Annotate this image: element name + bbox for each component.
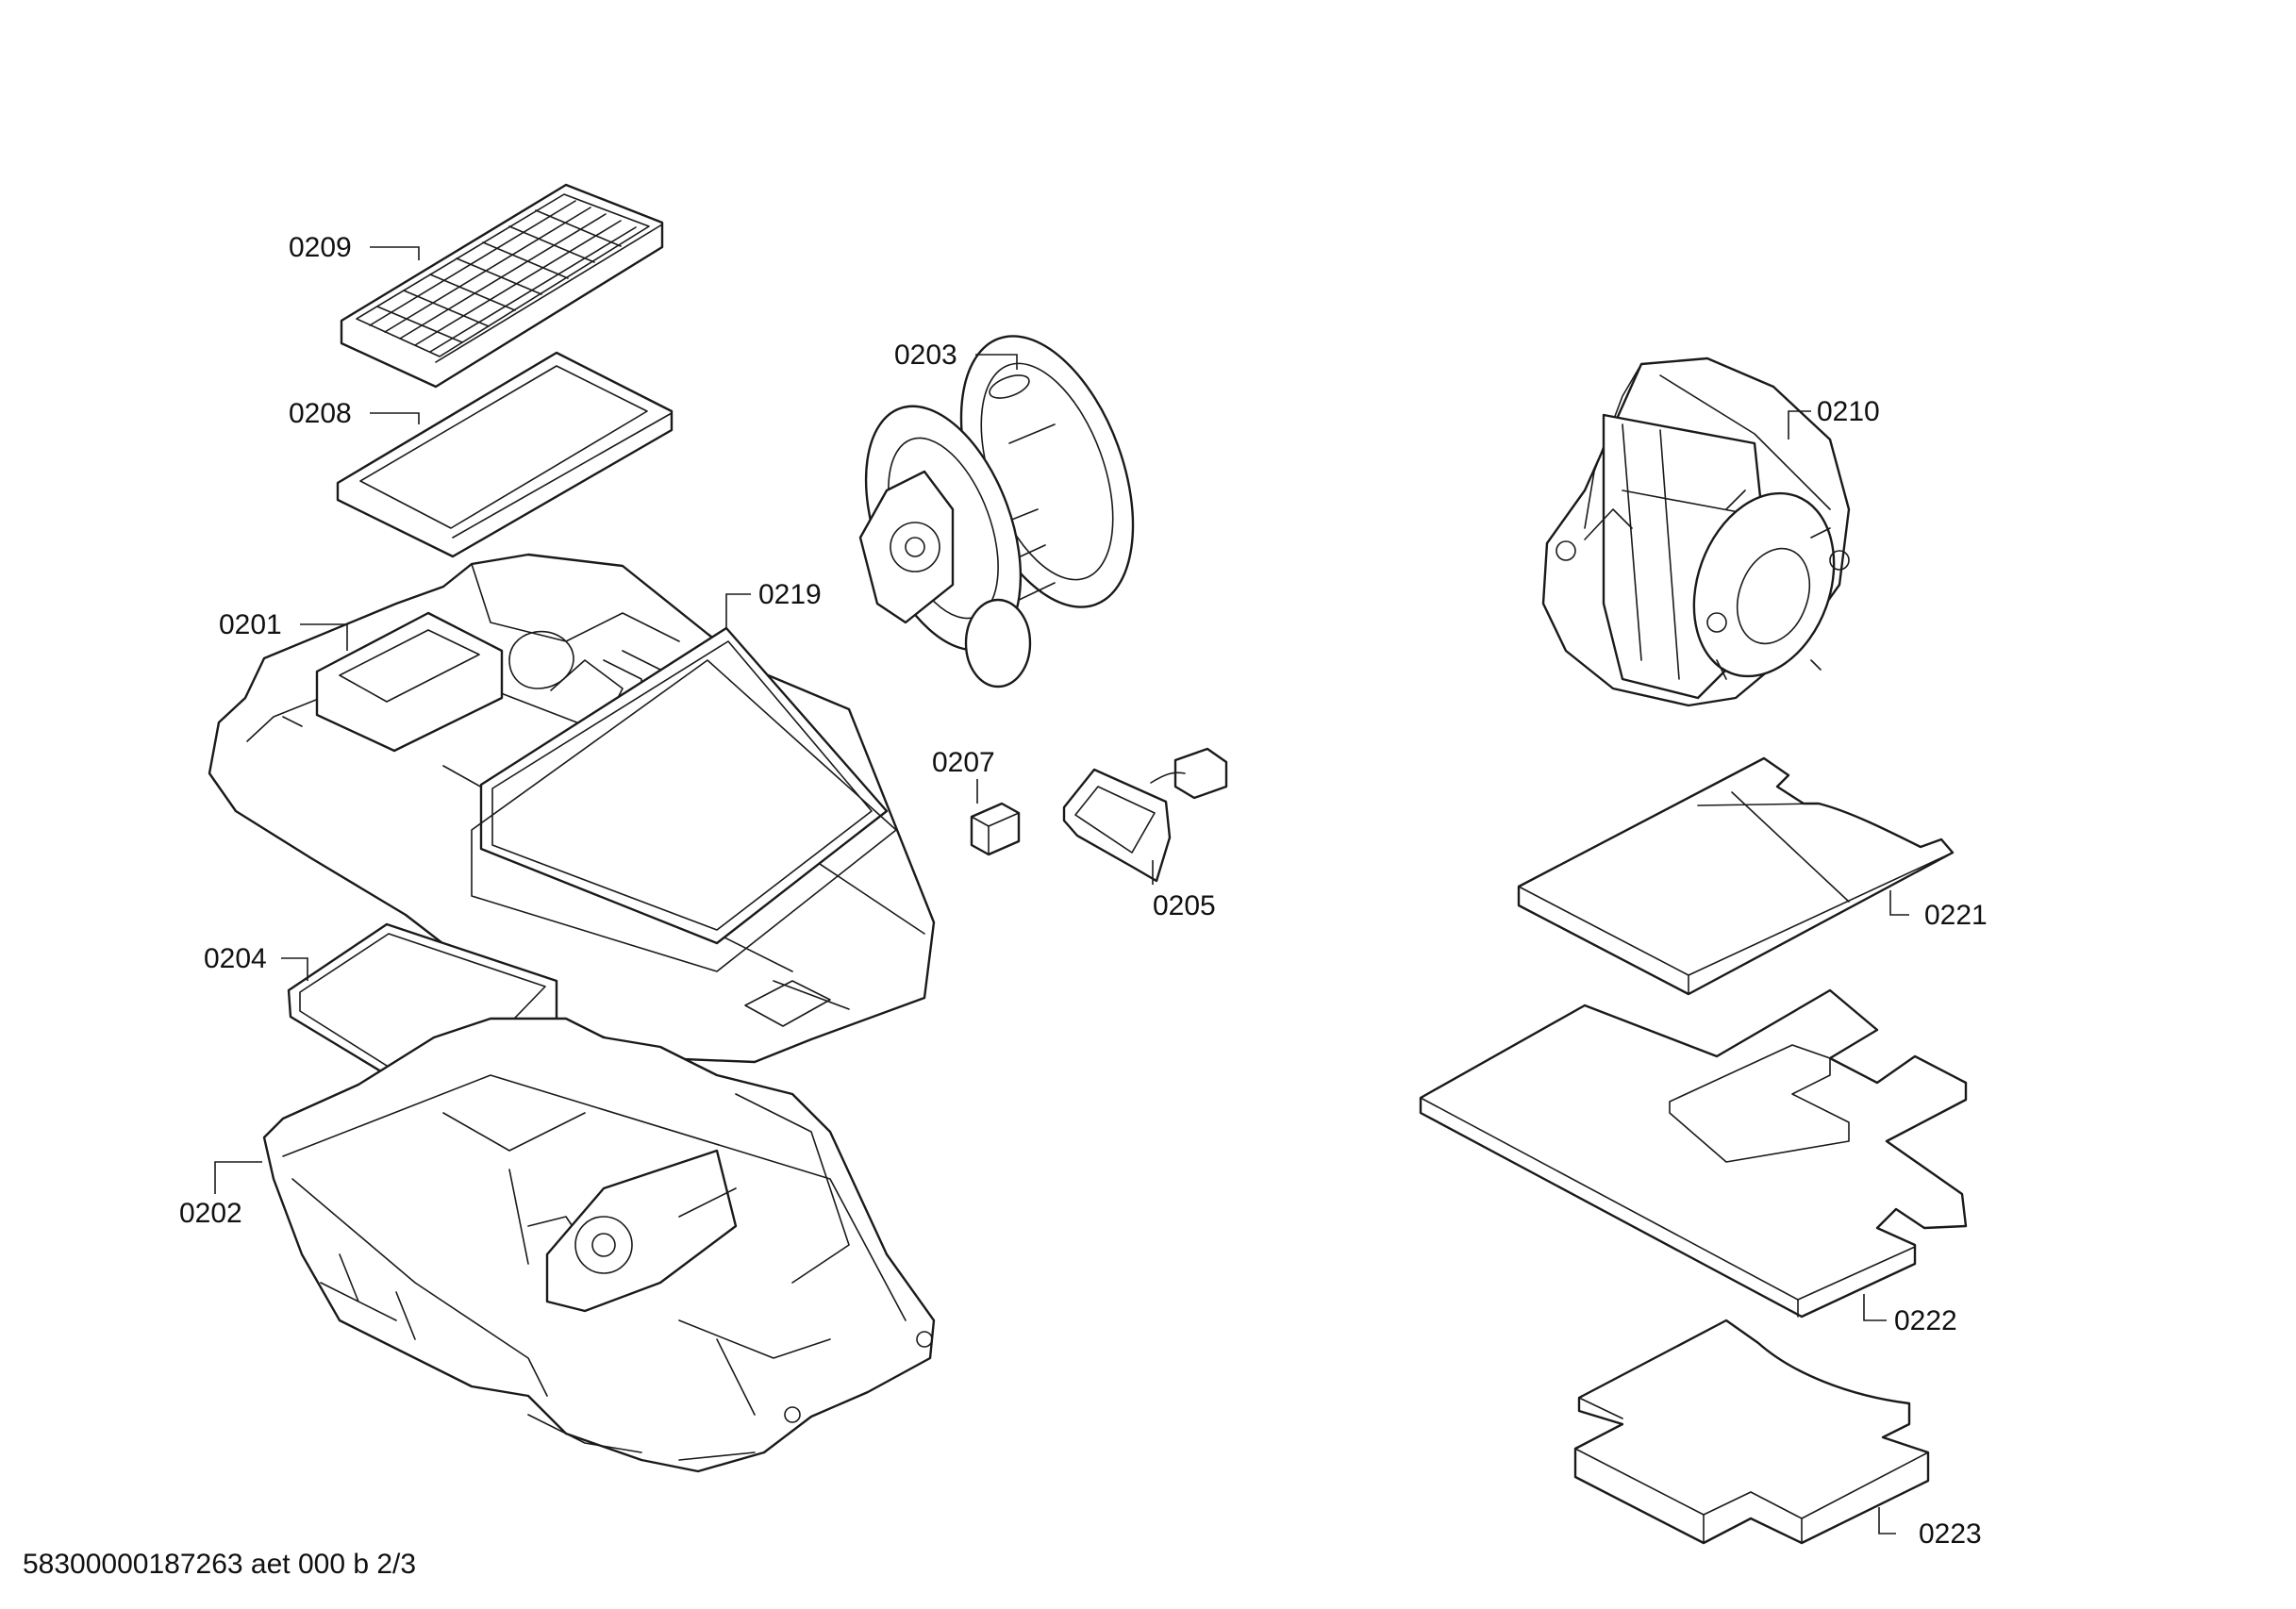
part-0207-switch-button[interactable] [970,802,1021,856]
part-0221-foam-pad[interactable] [1517,756,1955,996]
callout-0209[interactable]: 0209 [289,232,352,263]
callout-0208[interactable]: 0208 [289,398,352,429]
callout-0221[interactable]: 0221 [1924,900,1988,931]
part-0209-filter-grille[interactable] [340,183,664,389]
part-0210-motor[interactable] [1541,357,1858,707]
part-0222-foam-sheet[interactable] [1419,988,1968,1319]
callout-0219[interactable]: 0219 [758,579,822,610]
callout-labels: 0209 0208 0201 0219 0203 0207 0205 0204 … [179,232,1988,1550]
leader-lines [214,246,1909,1534]
callout-0204[interactable]: 0204 [204,943,267,974]
callout-0210[interactable]: 0210 [1817,396,1880,427]
callout-0207[interactable]: 0207 [932,747,995,778]
drawing-reference-footer: 58300000187263 aet 000 b 2/3 [23,1549,417,1580]
part-0219-gasket[interactable] [471,626,897,972]
part-0203-cable-reel[interactable] [836,313,1166,688]
callout-0205[interactable]: 0205 [1153,890,1216,921]
callout-0222[interactable]: 0222 [1894,1305,1957,1336]
callout-0201[interactable]: 0201 [219,609,282,640]
callout-0223[interactable]: 0223 [1919,1518,1982,1550]
part-0205-electronic-board[interactable] [1062,747,1228,883]
part-0208-filter-frame[interactable] [336,351,674,558]
callout-0203[interactable]: 0203 [894,340,957,371]
callout-0202[interactable]: 0202 [179,1198,242,1229]
part-0202-lower-housing[interactable] [262,1017,936,1473]
part-0223-foam-block[interactable] [1573,1319,1930,1545]
